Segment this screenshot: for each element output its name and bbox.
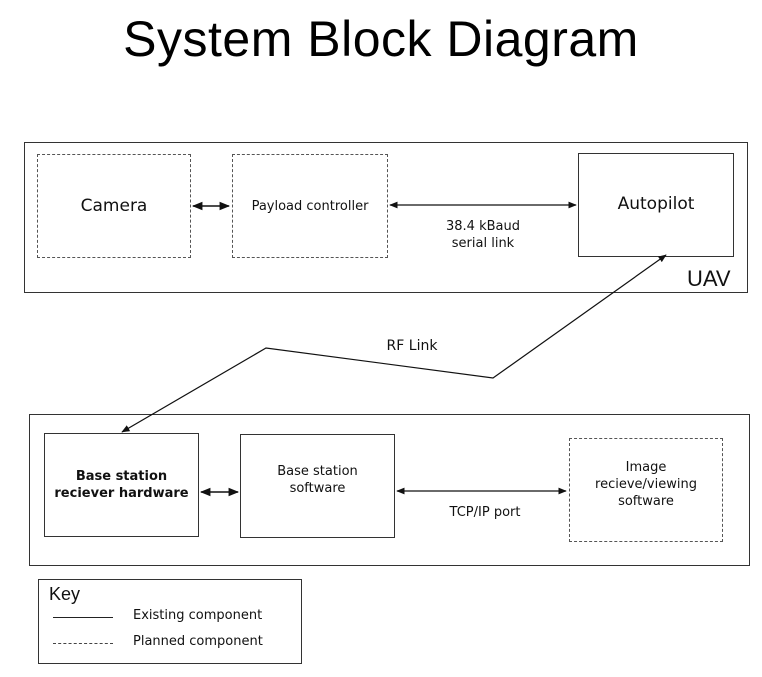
uav-group-label: UAV xyxy=(687,266,731,291)
rf-link-arrow xyxy=(121,254,667,433)
camera-label: Camera xyxy=(80,195,148,216)
viewer-label-line3: software xyxy=(618,493,674,509)
software-label-line2: software xyxy=(289,481,346,496)
legend-solid-line xyxy=(53,617,113,618)
serial-link-line1: 38.4 kBaud xyxy=(446,219,520,234)
diagram-title: System Block Diagram xyxy=(123,11,639,67)
base-station-receiver-block: Base station reciever hardware xyxy=(44,433,199,537)
legend-planned-label: Planned component xyxy=(133,634,263,649)
serial-link-label: 38.4 kBaud serial link xyxy=(428,218,538,252)
viewer-label-line1: Image xyxy=(625,459,667,475)
receiver-label-line1: Base station xyxy=(75,469,168,484)
legend-existing-label: Existing component xyxy=(133,608,263,623)
software-label-line1: Base station xyxy=(277,464,358,479)
legend-title: Key xyxy=(49,584,81,604)
tcp-ip-label: TCP/IP port xyxy=(449,505,521,520)
payload-controller-label: Payload controller xyxy=(251,198,369,214)
viewer-label-line2: recieve/viewing xyxy=(595,476,697,492)
legend-dashed-line xyxy=(53,643,113,644)
image-viewer-block: Image recieve/viewing software xyxy=(569,438,723,542)
serial-link-line2: serial link xyxy=(451,236,515,251)
receiver-label-line2: reciever hardware xyxy=(54,486,189,501)
autopilot-label: Autopilot xyxy=(617,193,695,214)
camera-block: Camera xyxy=(37,154,191,258)
legend: Key Existing component Planned component xyxy=(38,579,302,664)
base-station-software-block: Base station software xyxy=(240,434,395,538)
